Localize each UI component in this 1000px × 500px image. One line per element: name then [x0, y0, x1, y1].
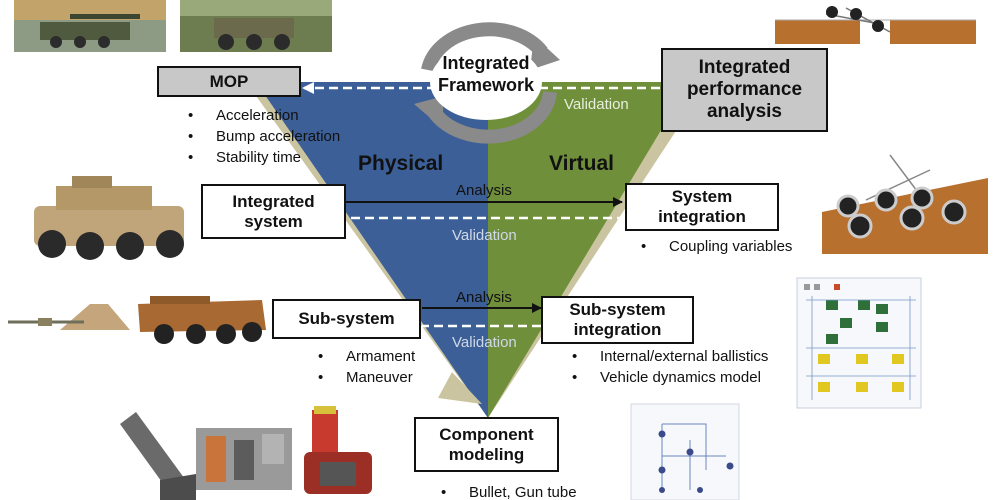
subsystem-box: Sub-system: [272, 299, 421, 339]
list-item: Coupling variables: [639, 236, 792, 257]
validation-mid-label: Validation: [452, 227, 517, 244]
center-title: Integrated Framework: [437, 53, 535, 95]
list-item: Bullet, Gun tube: [439, 482, 577, 500]
shadow-arrowhead: [438, 372, 482, 404]
cycle-arrows: [421, 22, 557, 144]
photo-robot-vehicle: [180, 0, 332, 52]
wheel-simulation: [822, 154, 988, 254]
mop-box: MOP: [157, 66, 301, 97]
list-item: Internal/external ballistics: [570, 346, 768, 367]
list-item: Maneuver: [316, 367, 415, 388]
cycle-arrowhead-bottom: [414, 96, 444, 128]
list-item: Acceleration: [186, 105, 340, 126]
list-item: Stability time: [186, 147, 340, 168]
component-list: Bullet, Gun tube: [439, 482, 577, 500]
breech-component: [304, 406, 372, 494]
list-item: Bump acceleration: [186, 126, 340, 147]
gun-and-shell: [8, 304, 130, 330]
mop-list: Acceleration Bump acceleration Stability…: [186, 105, 340, 168]
analysis-low-label: Analysis: [456, 289, 512, 306]
mechanism-component: [196, 428, 292, 490]
system-integration-list: Coupling variables: [639, 236, 792, 257]
list-item: Armament: [316, 346, 415, 367]
integrated-performance-box: Integrated performance analysis: [661, 48, 828, 132]
block-diagram-large: [796, 277, 922, 409]
gun-tube-component: [120, 412, 196, 500]
validation-top-label: Validation: [564, 96, 629, 113]
subsystem-integration-list: Internal/external ballistics Vehicle dyn…: [570, 346, 768, 388]
system-integration-box: System integration: [625, 183, 779, 231]
subsystem-integration-box: Sub-system integration: [541, 296, 694, 344]
center-disc: [430, 44, 542, 120]
photo-howitzer: [14, 0, 166, 52]
physical-label: Physical: [358, 152, 444, 175]
analysis-mid-label: Analysis: [456, 182, 512, 199]
validation-low-label: Validation: [452, 334, 517, 351]
integrated-system-box: Integrated system: [201, 184, 346, 239]
virtual-half: [488, 82, 690, 418]
subsystem-list: Armament Maneuver: [316, 346, 415, 388]
armored-vehicle: [34, 176, 184, 260]
cycle-arrowhead-top: [530, 36, 560, 70]
component-modeling-box: Component modeling: [414, 417, 559, 472]
list-item: Vehicle dynamics model: [570, 367, 768, 388]
block-diagram-small: [630, 403, 740, 500]
terrain-simulation-top: [775, 6, 976, 44]
virtual-label: Virtual: [549, 152, 614, 175]
apc-vehicle: [138, 296, 266, 344]
